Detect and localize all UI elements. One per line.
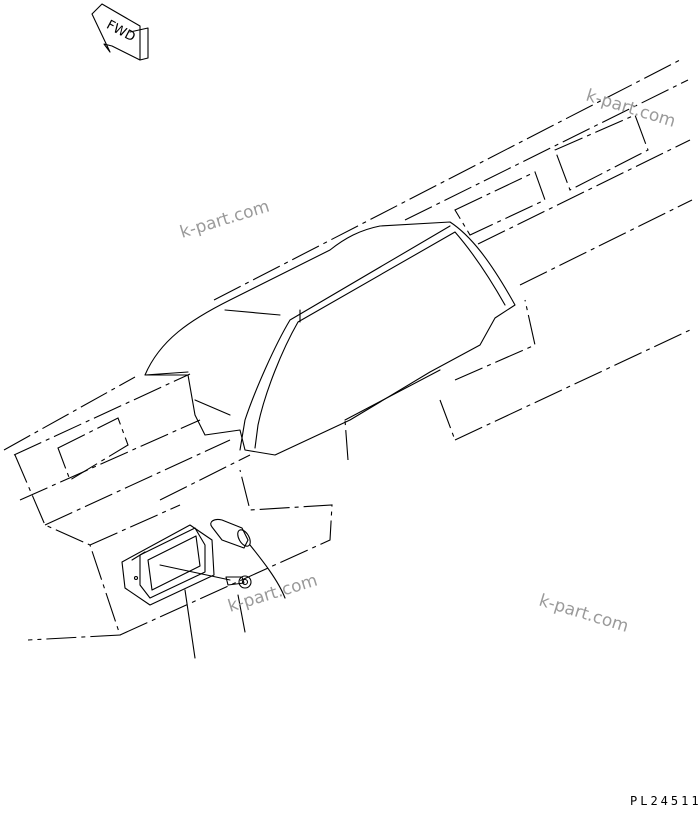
bulb: [210, 518, 286, 599]
lamp-assembly: [121, 524, 231, 659]
screw: [225, 575, 252, 633]
watermark: k-part.com: [178, 197, 272, 243]
drawing-code: PL24511: [630, 794, 698, 808]
fwd-arrow: FWD: [91, 3, 149, 61]
phantom-outline: [3, 59, 693, 641]
watermark: k-part.com: [537, 591, 631, 637]
roof-cover: [144, 221, 516, 456]
